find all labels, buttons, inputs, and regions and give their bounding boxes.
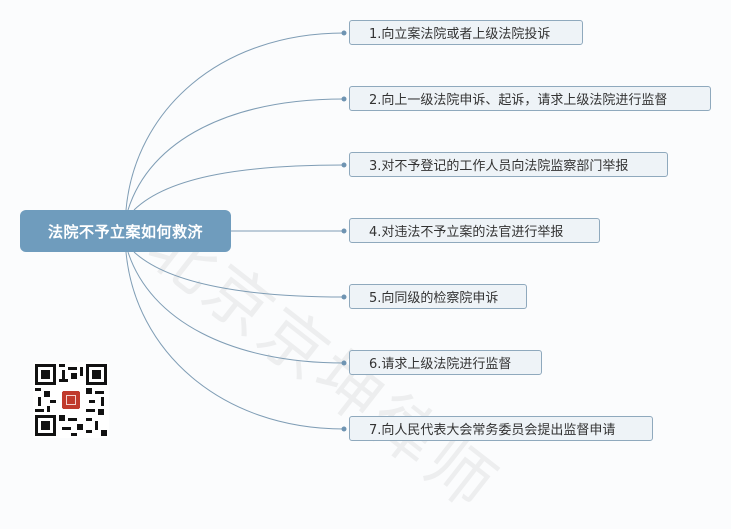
branch-node-4[interactable]: 4.对违法不予立案的法官进行举报 — [349, 218, 600, 243]
branch-label: 2.向上一级法院申诉、起诉，请求上级法院进行监督 — [369, 93, 668, 108]
branch-node-5[interactable]: 5.向同级的检察院申诉 — [349, 284, 527, 309]
branch-dot-3 — [341, 162, 347, 168]
mind-map-canvas: 北京京坤律师 法院不予立案如何救济 1.向立案法院或者上级法院投诉 2.向上一级… — [20, 20, 711, 526]
branch-node-2[interactable]: 2.向上一级法院申诉、起诉，请求上级法院进行监督 — [349, 86, 711, 111]
branch-dot-7 — [341, 426, 347, 432]
branch-label: 4.对违法不予立案的法官进行举报 — [369, 225, 564, 240]
branch-label: 3.对不予登记的工作人员向法院监察部门举报 — [369, 159, 629, 174]
branch-dot-1 — [341, 30, 347, 36]
branch-node-6[interactable]: 6.请求上级法院进行监督 — [349, 350, 542, 375]
branch-dot-5 — [341, 294, 347, 300]
central-topic[interactable]: 法院不予立案如何救济 — [20, 210, 231, 252]
branch-label: 1.向立案法院或者上级法院投诉 — [369, 27, 551, 42]
branch-node-7[interactable]: 7.向人民代表大会常务委员会提出监督申请 — [349, 416, 653, 441]
branch-dot-4 — [341, 228, 347, 234]
branch-label: 6.请求上级法院进行监督 — [369, 357, 512, 372]
branch-dot-2 — [341, 96, 347, 102]
branch-node-1[interactable]: 1.向立案法院或者上级法院投诉 — [349, 20, 583, 45]
connector-lines — [125, 30, 347, 432]
branch-label: 5.向同级的检察院申诉 — [369, 291, 499, 306]
branch-node-3[interactable]: 3.对不予登记的工作人员向法院监察部门举报 — [349, 152, 668, 177]
branch-label: 7.向人民代表大会常务委员会提出监督申请 — [369, 423, 616, 438]
qr-code-icon — [33, 362, 109, 438]
branch-dot-6 — [341, 360, 347, 366]
central-topic-label: 法院不予立案如何救济 — [47, 222, 203, 241]
